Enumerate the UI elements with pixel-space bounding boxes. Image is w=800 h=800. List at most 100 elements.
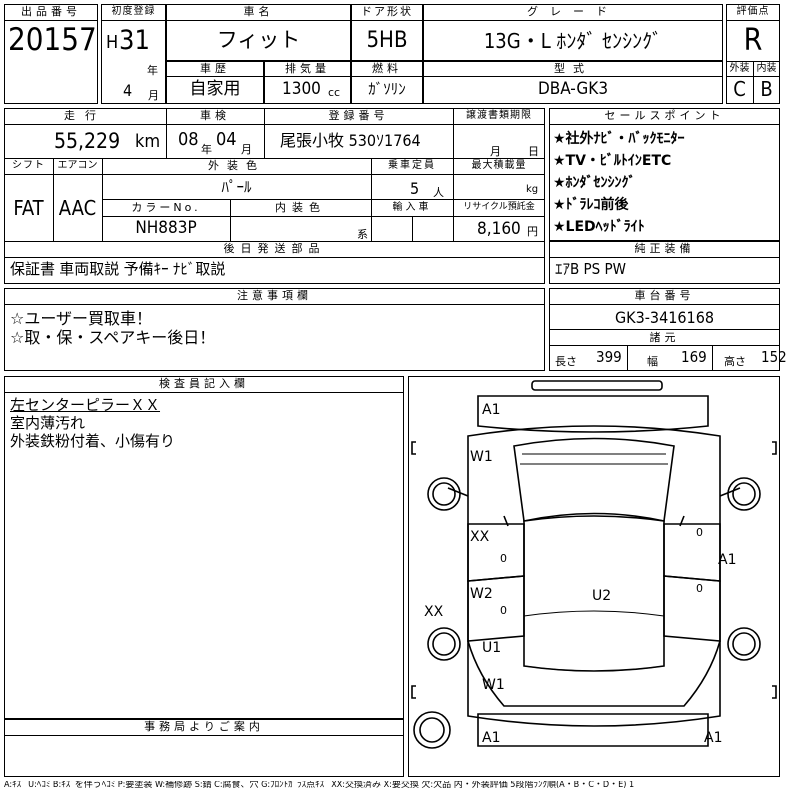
caution-line: ☆取・保・スペアキー後日！ bbox=[10, 328, 216, 347]
mark-right-rear-door-0: 0 bbox=[696, 582, 703, 595]
mark-right-front-door: A1 bbox=[718, 552, 736, 568]
details-block bbox=[4, 108, 545, 284]
capacity-unit: 人 bbox=[433, 186, 444, 199]
era: H bbox=[106, 32, 119, 53]
sales-point-item: ★ﾄﾞﾗﾚｺ前後 bbox=[553, 197, 629, 213]
equipment: ｴｱB PS PW bbox=[555, 260, 627, 278]
fuel-cell bbox=[351, 61, 423, 104]
color-no: NH883P bbox=[135, 218, 197, 238]
inspector-line: 外装鉄粉付着、小傷有り bbox=[10, 432, 176, 450]
damage-diagram-frame bbox=[408, 376, 780, 777]
capacity-label: 乗車定員 bbox=[388, 160, 436, 171]
first-registration-label: 初度登録 bbox=[111, 6, 156, 17]
mark-front-bumper: A1 bbox=[482, 402, 500, 418]
width: 169 bbox=[681, 348, 707, 366]
height: 152 bbox=[761, 348, 787, 366]
mark-windshield: W1 bbox=[470, 449, 493, 465]
width-label: 幅 bbox=[647, 355, 658, 368]
max-load-unit: kg bbox=[526, 184, 539, 195]
displacement-unit: cc bbox=[328, 86, 341, 99]
caution-block bbox=[4, 288, 545, 371]
fuel-label: 燃料 bbox=[372, 62, 402, 75]
later-parts: 保証書 車両取説 予備ｷｰ ﾅﾋﾞ取説 bbox=[10, 260, 226, 278]
grade-label: グレード bbox=[527, 5, 619, 18]
lot-number-label: 出品番号 bbox=[21, 5, 81, 18]
office-block bbox=[4, 719, 404, 777]
recycle-unit: 円 bbox=[527, 225, 538, 238]
car-damage-diagram: A1 W1 XX 0 XX 0 W2 U2 0 A1 0 U1 W1 A1 A1 bbox=[411, 380, 777, 749]
chassis-number: GK3-3416168 bbox=[614, 308, 715, 327]
displacement: 1300 bbox=[282, 79, 321, 99]
inspection-label: 車検 bbox=[200, 109, 230, 122]
color-no-label: カラーNo. bbox=[131, 201, 201, 214]
ext-grade-label: 外装 bbox=[729, 63, 750, 74]
length: 399 bbox=[596, 348, 622, 366]
door-type: 5HB bbox=[366, 28, 408, 53]
displacement-cell bbox=[264, 61, 351, 104]
mark-rear-glass: W2 bbox=[470, 586, 493, 602]
later-parts-label: 後日発送部品 bbox=[223, 242, 326, 255]
mark-right-front-door-0: 0 bbox=[696, 526, 703, 539]
caution-line: ☆ユーザー買取車！ bbox=[10, 309, 153, 328]
int-color-label: 内装色 bbox=[275, 201, 326, 214]
grade-cell bbox=[423, 4, 723, 61]
capacity: 5 bbox=[410, 179, 420, 198]
mark-rear-bumper-left: A1 bbox=[482, 730, 500, 746]
import-label: 輸入車 bbox=[392, 202, 432, 213]
displacement-label: 排気量 bbox=[285, 62, 330, 75]
mileage-label: 走行 bbox=[64, 109, 106, 122]
door-label: ドア形状 bbox=[361, 5, 413, 18]
office-label: 事務局よりご案内 bbox=[144, 720, 264, 733]
ac: AAC bbox=[58, 196, 97, 220]
car-name-label: 車名 bbox=[243, 5, 274, 18]
transfer-doc-label: 譲渡書類期限 bbox=[466, 110, 532, 121]
model-label: 型式 bbox=[554, 62, 592, 75]
max-load-label: 最大積載量 bbox=[471, 160, 527, 171]
history-label: 車歴 bbox=[200, 62, 230, 75]
inspection-year-unit: 年 bbox=[201, 143, 212, 156]
caution-label: 注意事項欄 bbox=[237, 289, 312, 302]
sales-point-item: ★社外ﾅﾋﾞ・ﾊﾞｯｸﾓﾆﾀｰ bbox=[553, 131, 685, 147]
shift: FAT bbox=[13, 196, 44, 220]
reg-no: 尾張小牧 530ｿ1764 bbox=[280, 131, 421, 150]
inspection-year: 08 bbox=[178, 129, 199, 150]
sales-points-block bbox=[549, 108, 780, 241]
mileage: 55,229 bbox=[54, 129, 121, 153]
legend: A:ｷｽﾞ U:ﾍｺﾐ B:ｷｽﾞを伴うﾍｺﾐ P:要塗装 W:補修跡 S:錆 … bbox=[4, 781, 635, 790]
height-label: 高さ bbox=[724, 355, 746, 368]
mark-left-front-door-0: 0 bbox=[500, 552, 507, 565]
lot-number: 20157 bbox=[8, 22, 97, 58]
sales-points-list: ★社外ﾅﾋﾞ・ﾊﾞｯｸﾓﾆﾀｰ ★TV・ﾋﾞﾙﾄｲﾝETC ★ﾎﾝﾀﾞｾﾝｼﾝｸ… bbox=[553, 128, 778, 238]
inspector-line: 室内薄汚れ bbox=[10, 414, 86, 432]
sales-point-item: ★ﾎﾝﾀﾞｾﾝｼﾝｸﾞ bbox=[553, 175, 636, 191]
int-color-unit: 系 bbox=[357, 228, 368, 241]
fuel: ｶﾞｿﾘﾝ bbox=[368, 80, 406, 98]
recycle-fee: 8,160 bbox=[477, 219, 521, 239]
ext-color-label: 外装色 bbox=[208, 159, 265, 172]
score-label: 評価点 bbox=[736, 6, 770, 17]
length-label: 長さ bbox=[555, 355, 577, 368]
int-grade: B bbox=[760, 77, 773, 101]
ac-label: エアコン bbox=[57, 160, 98, 171]
transfer-month: 月 bbox=[490, 145, 501, 158]
grade: 13G・L ﾎﾝﾀﾞ ｾﾝｼﾝｸﾞ bbox=[483, 29, 663, 53]
mark-left-rear-door-0: 0 bbox=[500, 604, 507, 617]
chassis-label: 車台番号 bbox=[634, 289, 695, 302]
score: R bbox=[743, 23, 763, 58]
registration-year: 31 bbox=[119, 25, 150, 56]
door-cell bbox=[351, 4, 423, 61]
reg-no-label: 登録番号 bbox=[328, 109, 389, 122]
inspector-label: 検査員記入欄 bbox=[159, 377, 249, 390]
model: DBA-GK3 bbox=[537, 79, 609, 99]
equipment-block bbox=[549, 241, 780, 284]
lot-number-cell bbox=[4, 4, 98, 104]
inspection-month-unit: 月 bbox=[241, 143, 252, 156]
mark-left-center-pillar: XX bbox=[424, 604, 444, 620]
ext-grade: C bbox=[733, 77, 746, 101]
mark-roof: U2 bbox=[592, 588, 611, 604]
inspector-line: 左センターピラーＸＸ bbox=[10, 396, 161, 414]
first-registration-cell bbox=[101, 4, 166, 104]
inspector-block bbox=[4, 376, 404, 719]
year-unit: 年 bbox=[147, 64, 158, 77]
transfer-day: 日 bbox=[528, 145, 539, 158]
